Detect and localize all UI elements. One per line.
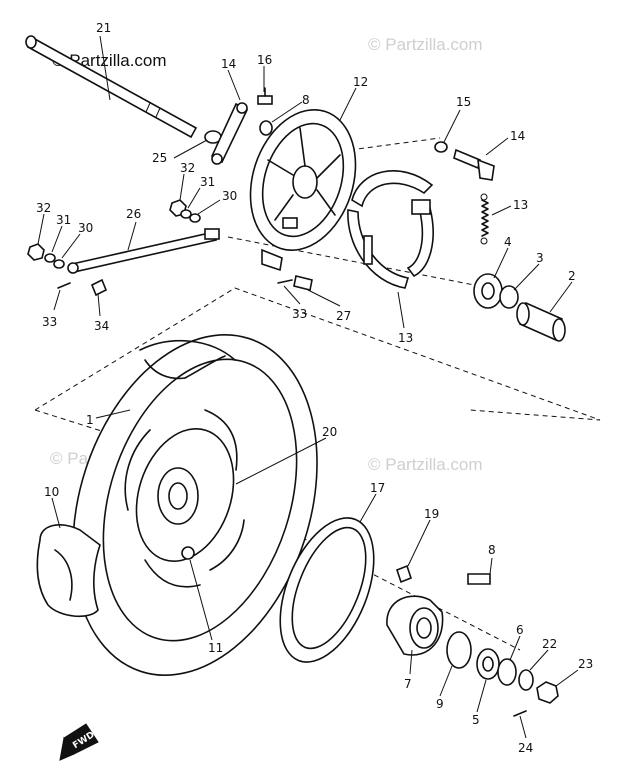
callout-15: 14 [510, 129, 525, 143]
callout-5: 5 [472, 713, 480, 727]
callout-3: 3 [536, 251, 544, 265]
callout-2: 2 [568, 269, 576, 283]
brake-drum-part [279, 517, 375, 663]
collar-part [518, 669, 534, 691]
callout-34: 34 [94, 319, 109, 333]
callout-1: 1 [86, 413, 94, 427]
axle-nut-part [536, 681, 559, 704]
callout-8: 8 [488, 543, 496, 557]
callout-31: 31 [56, 213, 71, 227]
rear-axle-part [25, 35, 198, 139]
oil-seal-part [499, 285, 519, 309]
callout-33: 33 [292, 307, 307, 321]
watermark-faint: © Partzilla.com [368, 35, 483, 54]
collar-part [516, 301, 566, 342]
front-direction-arrow-icon: FWD [59, 723, 99, 761]
bolt-part [257, 87, 273, 105]
brake-camshaft-part [453, 148, 495, 181]
brake-camshaft-lever-part [210, 102, 249, 165]
callout-33: 33 [42, 315, 57, 329]
callout-24: 22 [542, 637, 557, 651]
tension-bar-part [67, 228, 220, 274]
callout-7: 7 [404, 677, 412, 691]
lock-washer-part [180, 209, 192, 219]
callout-26: 24 [518, 741, 533, 755]
clip-part [259, 120, 273, 136]
callout-16: 14 [221, 57, 236, 71]
watermark-faint: © Partzilla.com [368, 455, 483, 474]
washer-part [189, 213, 201, 223]
callout-4: 4 [504, 235, 512, 249]
callout-14: 13 [513, 198, 528, 212]
bolt-part [90, 278, 108, 297]
nut-part [27, 243, 45, 261]
callout-32: 32 [180, 161, 195, 175]
tire-section-part [36, 524, 101, 618]
callout-6: 6 [516, 623, 524, 637]
callout-27: 25 [152, 151, 167, 165]
bearing-part [473, 273, 503, 309]
callout-31: 31 [200, 175, 215, 189]
callout-11: 11 [208, 641, 223, 655]
assembly-guide-upper [34, 287, 601, 421]
callout-21: 19 [424, 507, 439, 521]
assembly-guide-hub [189, 479, 521, 651]
callout-19: 16 [257, 53, 272, 67]
callout-30: 30 [222, 189, 237, 203]
washer-part [434, 141, 448, 153]
hub-clutch-part [386, 595, 444, 656]
callout-12: 12 [353, 75, 368, 89]
callout-29: 27 [336, 309, 351, 323]
callout-20: 17 [370, 481, 385, 495]
callout-22: 20 [322, 425, 337, 439]
callout-32: 32 [36, 201, 51, 215]
callout-28: 26 [126, 207, 141, 221]
cotter-pin-part [57, 282, 71, 289]
bolt-part [396, 564, 412, 584]
cotter-pin-part [513, 710, 527, 717]
valve-part [181, 546, 195, 560]
lock-washer-part [44, 253, 56, 263]
brake-shoe-plate-part [249, 109, 357, 272]
callout-9: 9 [436, 697, 444, 711]
bearing-part [476, 648, 500, 680]
callout-17: 15 [456, 95, 471, 109]
brake-shoe-spring-part [480, 193, 489, 245]
callout-25: 23 [578, 657, 593, 671]
callout-13: 13 [398, 331, 413, 345]
cotter-pin-part [277, 279, 293, 284]
callout-23: 21 [96, 21, 111, 35]
leader-lines [37, 35, 579, 739]
rear-wheel-tire-part [72, 334, 318, 676]
callout-8: 8 [302, 93, 310, 107]
washer-part [53, 259, 65, 269]
bolt-part [293, 275, 313, 291]
o-ring-part [446, 631, 472, 669]
callout-30: 30 [78, 221, 93, 235]
oil-seal-part [497, 658, 517, 686]
callout-10: 10 [44, 485, 59, 499]
assembly-guide-brake [349, 137, 441, 151]
bolt-part [467, 573, 491, 585]
brake-shoe-set-part [347, 170, 434, 289]
